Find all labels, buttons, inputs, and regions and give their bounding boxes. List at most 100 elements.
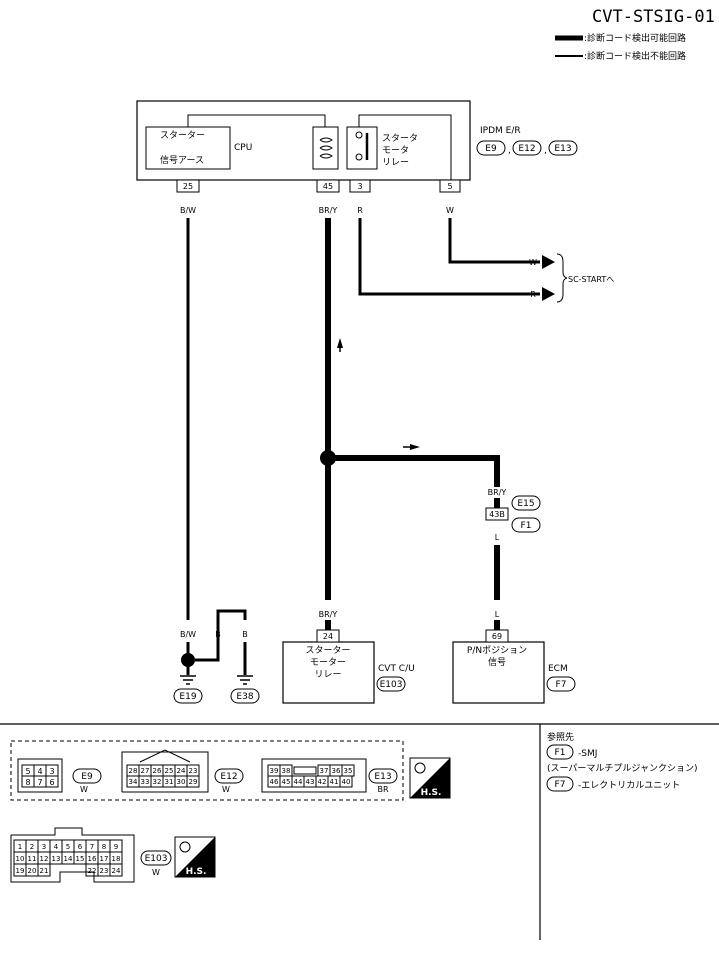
ecm-pin: 69 bbox=[492, 632, 502, 641]
legend-thick-text: :診断コード検出可能回路 bbox=[584, 32, 686, 44]
ground-splice-icon bbox=[181, 653, 195, 667]
svg-text:19: 19 bbox=[16, 867, 25, 875]
wire-b-loop bbox=[195, 609, 247, 662]
connector-view-e12-color: W bbox=[222, 785, 230, 794]
joint-connector-e15: E15 bbox=[517, 499, 534, 509]
svg-text:42: 42 bbox=[318, 778, 327, 786]
ipdm-box bbox=[136, 100, 471, 181]
connector-view-badge-e13 bbox=[368, 768, 398, 784]
svg-text:37: 37 bbox=[320, 767, 329, 775]
relay-label-3: リレー bbox=[382, 158, 409, 168]
ecm-pin-box bbox=[485, 629, 509, 643]
legend-thin-text: :診断コード検出不能回路 bbox=[584, 50, 686, 62]
wire-bry-branch bbox=[328, 455, 500, 487]
ipdm-internal-wire-b bbox=[358, 114, 452, 180]
ground-connector-e19: E19 bbox=[179, 692, 196, 702]
connector-view-badge-e9 bbox=[72, 768, 102, 784]
connector-badge-f7 bbox=[546, 676, 576, 692]
svg-text:35: 35 bbox=[344, 767, 353, 775]
cvt-line-1: スターター bbox=[305, 645, 350, 656]
ground-symbol-icon bbox=[180, 675, 196, 685]
connector-face-e9: 5 4 3 8 7 6 bbox=[17, 758, 63, 793]
ground-connector-e38: E38 bbox=[236, 692, 253, 702]
wire-label-b-2: B bbox=[242, 630, 248, 639]
cvt-line-2: モーター bbox=[310, 657, 346, 668]
reference-text-3: -エレクトリカルユニット bbox=[578, 780, 680, 791]
svg-text:3: 3 bbox=[42, 843, 46, 851]
ecm-name: ECM bbox=[548, 664, 568, 674]
wire-label-b-1: B bbox=[215, 630, 221, 639]
connector-badge-e13 bbox=[548, 140, 578, 156]
pin-25: 25 bbox=[176, 179, 200, 193]
wire-label-bry-bottom: BR/Y bbox=[319, 610, 338, 619]
connector-view-e103-id: E103 bbox=[145, 854, 168, 864]
ecm-line-1: P/Nポジション bbox=[467, 645, 527, 656]
svg-text:25: 25 bbox=[183, 182, 193, 191]
svg-text:24: 24 bbox=[177, 767, 186, 775]
wire-label-w-right: W bbox=[529, 258, 537, 267]
arrow-up-icon bbox=[337, 338, 343, 348]
wire-label-l-bottom: L bbox=[495, 610, 500, 619]
hs-badge-icon: H.S. bbox=[409, 757, 451, 799]
svg-text:H.S.: H.S. bbox=[186, 867, 207, 877]
joint-pin: 43B bbox=[489, 510, 505, 519]
svg-text:36: 36 bbox=[332, 767, 341, 775]
svg-text:23: 23 bbox=[189, 767, 198, 775]
svg-text:43: 43 bbox=[306, 778, 315, 786]
relay-coil-box bbox=[312, 126, 339, 170]
svg-text:5: 5 bbox=[447, 182, 452, 191]
svg-text:23: 23 bbox=[100, 867, 109, 875]
relay-coil-icon bbox=[319, 137, 333, 159]
svg-text:8: 8 bbox=[25, 778, 30, 787]
svg-text:12: 12 bbox=[40, 855, 49, 863]
svg-text:21: 21 bbox=[40, 867, 49, 875]
connector-view-e13-color: BR bbox=[377, 785, 388, 794]
reference-text-2: (スーパーマルチプルジャンクション) bbox=[547, 763, 697, 774]
relay-contact-top-icon bbox=[355, 131, 363, 139]
svg-text:7: 7 bbox=[90, 843, 94, 851]
pin-3: 3 bbox=[349, 179, 371, 193]
arrow-right-r-icon bbox=[542, 287, 555, 301]
svg-text:13: 13 bbox=[52, 855, 61, 863]
svg-text:40: 40 bbox=[342, 778, 351, 786]
connector-sep-2: , bbox=[544, 146, 547, 156]
ipdm-internal-wire-a bbox=[187, 114, 326, 127]
svg-text:34: 34 bbox=[129, 778, 138, 786]
reference-badge-f7 bbox=[546, 776, 574, 792]
cvt-line-3: リレー bbox=[314, 670, 341, 680]
connector-badge-e9 bbox=[476, 140, 506, 156]
diagram-title: CVT-STSIG-01 bbox=[592, 7, 715, 27]
svg-text:3: 3 bbox=[49, 767, 54, 776]
connector-e13-label: E13 bbox=[554, 144, 571, 154]
starter-box-bottom-label: 信号アース bbox=[160, 154, 204, 166]
connector-face-e103: 1 2 3 4 5 6 7 8 9 10 11 12 13 14 15 16 1… bbox=[10, 827, 135, 883]
cvt-pin-box bbox=[316, 629, 340, 643]
svg-text:38: 38 bbox=[282, 767, 291, 775]
svg-text:18: 18 bbox=[112, 855, 121, 863]
wire-w bbox=[448, 218, 540, 264]
arrow-right-w-icon bbox=[542, 255, 555, 269]
wire-label-bry-top: BR/Y bbox=[319, 206, 338, 215]
wire-label-bw-top: B/W bbox=[180, 206, 196, 215]
relay-label-1: スタータ bbox=[382, 133, 418, 144]
connector-e12-label: E12 bbox=[518, 144, 535, 154]
svg-text:H.S.: H.S. bbox=[421, 788, 442, 798]
svg-text:9: 9 bbox=[114, 843, 118, 851]
svg-text:16: 16 bbox=[88, 855, 97, 863]
svg-text:44: 44 bbox=[294, 778, 303, 786]
references-heading: 参照先 bbox=[547, 731, 574, 743]
pin-5: 5 bbox=[439, 179, 461, 193]
svg-text:5: 5 bbox=[66, 843, 70, 851]
cvt-name: CVT C/U bbox=[378, 664, 415, 674]
reference-text-1: -SMJ bbox=[578, 749, 597, 759]
svg-text:45: 45 bbox=[323, 182, 333, 191]
cvt-connector: E103 bbox=[380, 680, 403, 690]
svg-text:26: 26 bbox=[153, 767, 162, 775]
ground-symbol-icon bbox=[237, 675, 253, 685]
wire-r bbox=[358, 218, 540, 296]
connector-badge-e15 bbox=[511, 495, 541, 511]
ipdm-name: IPDM E/R bbox=[480, 126, 521, 136]
svg-text:27: 27 bbox=[141, 767, 150, 775]
relay-contact-bottom-icon bbox=[355, 153, 363, 161]
